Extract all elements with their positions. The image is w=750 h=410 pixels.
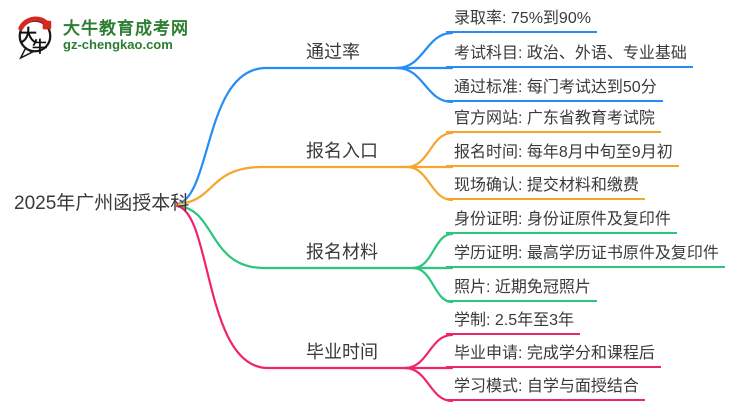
branch-curve-graduation-time xyxy=(175,204,270,370)
leaf-education-proof: 学历证明: 最高学历证书原件及复印件 xyxy=(446,242,725,268)
leaf-study-mode: 学习模式: 自学与面授结合 xyxy=(446,375,645,401)
branch-node-pass-rate: 通过率 xyxy=(306,42,360,62)
leaf-exam-subjects: 考试科目: 政治、外语、专业基础 xyxy=(446,42,693,68)
leaf-curve xyxy=(395,66,454,104)
branch-node-registration-materials: 报名材料 xyxy=(306,242,378,262)
leaf-identity-proof: 身份证明: 身份证原件及复印件 xyxy=(446,208,677,234)
leaf-onsite-confirmation: 现场确认: 提交材料和缴费 xyxy=(446,174,645,200)
leaf-curve xyxy=(395,31,454,70)
daniu-logo-icon: 大 牛 xyxy=(18,16,52,60)
leaf-study-duration: 学制: 2.5年至3年 xyxy=(446,309,581,335)
site-logo: 大 牛 大牛教育成考网 gz-chengkao.com xyxy=(14,12,189,60)
logo-char-da: 大 xyxy=(20,26,38,46)
red-arc xyxy=(18,16,48,31)
logo-char-niu: 牛 xyxy=(32,38,47,56)
leaf-pass-standard: 通过标准: 每门考试达到50分 xyxy=(446,76,663,102)
red-seal xyxy=(42,20,52,30)
site-url: gz-chengkao.com xyxy=(63,37,173,53)
branch-curve-registration-entry xyxy=(175,165,264,206)
logo-wordmark: 大牛教育成考网 gz-chengkao.com xyxy=(63,19,189,53)
branch-curve-pass-rate xyxy=(175,66,268,206)
root-node: 2025年广州函授本科 xyxy=(14,193,190,214)
leaf-graduation-application: 毕业申请: 完成学分和课程后 xyxy=(446,342,661,368)
leaf-admission-rate: 录取率: 75%到90% xyxy=(446,7,597,33)
leaf-photo: 照片: 近期免冠照片 xyxy=(446,276,597,302)
branch-node-graduation-time: 毕业时间 xyxy=(306,342,378,362)
leaf-curve xyxy=(403,333,454,370)
branch-curve-registration-materials xyxy=(175,204,266,270)
branch-node-registration-entry: 报名入口 xyxy=(306,141,378,161)
site-name: 大牛教育成考网 xyxy=(63,18,189,38)
leaf-official-website: 官方网站: 广东省教育考试院 xyxy=(446,107,661,133)
leaf-registration-period: 报名时间: 每年8月中旬至9月初 xyxy=(446,141,679,167)
leaf-curve xyxy=(403,366,454,403)
